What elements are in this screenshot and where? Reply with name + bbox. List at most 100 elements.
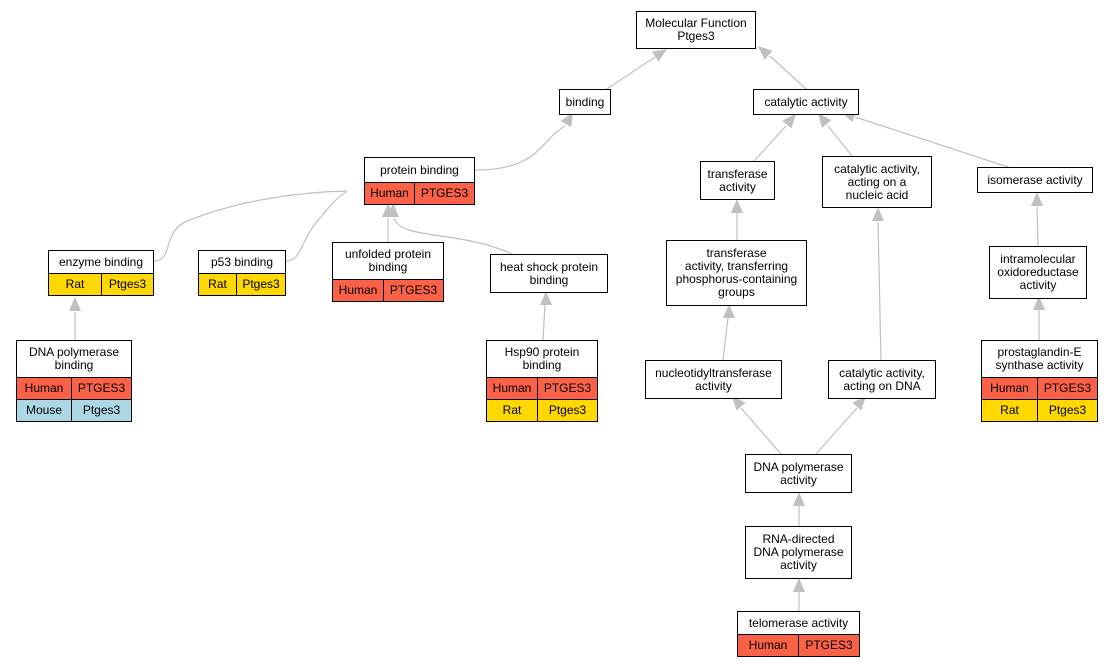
go-term-label: binding — [565, 94, 605, 109]
edge-line — [753, 125, 787, 162]
annotation-row: Human PTGES3 — [487, 377, 597, 399]
go-term-label: transferase activity, transferring phosp… — [675, 246, 798, 299]
edge-line — [474, 125, 566, 171]
edge-arrowhead — [871, 207, 884, 222]
edge-arrowhead — [818, 113, 832, 128]
gene-cell: Ptges3 — [108, 277, 147, 291]
edge-line — [1036, 206, 1039, 247]
go-term-label: unfolded protein binding — [344, 247, 432, 274]
edge-arrowhead — [560, 112, 573, 128]
edge-arrowhead — [68, 297, 81, 312]
go-term-label: telomerase activity — [748, 615, 849, 630]
go-term-label: catalytic activity, acting on a nucleic … — [834, 161, 920, 202]
go-term-label: catalytic activity, acting on DNA — [839, 365, 925, 393]
edge-arrowhead — [722, 304, 735, 319]
go-term-binding[interactable]: binding — [559, 89, 611, 115]
go-term-root[interactable]: Molecular Function Ptges3 — [636, 11, 756, 49]
go-term-label: Molecular Function Ptges3 — [645, 16, 747, 43]
go-term-transferase[interactable]: transferase activity — [700, 161, 775, 200]
go-term-nucleotidyl[interactable]: nucleotidyltransferase activity — [645, 360, 782, 399]
go-term-label: DNA polymerase activity — [753, 459, 844, 487]
species-cell: Human — [982, 378, 1038, 399]
species-cell: Human — [365, 183, 415, 204]
gene-cell: PTGES3 — [77, 381, 126, 395]
edge-arrowhead — [732, 396, 746, 411]
annotation-row: Human PTGES3 — [333, 279, 443, 301]
go-term-hsp-binding[interactable]: heat shock protein binding — [490, 254, 608, 293]
gene-cell: Ptges3 — [1048, 403, 1087, 417]
gene-cell: PTGES3 — [543, 381, 592, 395]
edge-line — [854, 116, 1009, 168]
annotation-row: Human PTGES3 — [17, 377, 131, 399]
species-cell: Mouse — [17, 400, 72, 421]
go-term-label: RNA-directed DNA polymerase activity — [753, 532, 844, 572]
go-term-rna-directed[interactable]: RNA-directed DNA polymerase activity — [745, 526, 852, 579]
edge-line — [877, 221, 882, 361]
species-cell: Human — [738, 635, 799, 656]
go-term-catalytic-dna[interactable]: catalytic activity, acting on DNA — [828, 360, 936, 399]
species-cell: Rat — [487, 400, 538, 421]
edge-arrowhead — [792, 578, 805, 593]
edge-arrowhead — [539, 291, 552, 306]
species-cell: Rat — [982, 400, 1038, 421]
edge-line — [606, 56, 656, 90]
edge-arrowhead — [730, 199, 743, 214]
annotation-row: Rat Ptges3 — [982, 399, 1097, 421]
go-term-label: intramolecular oxidoreductase activity — [997, 252, 1079, 292]
edge-line — [285, 191, 348, 262]
edge-arrowhead — [652, 49, 667, 62]
go-term-catalytic[interactable]: catalytic activity — [753, 89, 859, 115]
edge-arrowhead — [1032, 296, 1045, 311]
edge-line — [815, 407, 858, 455]
go-term-transferase-phos[interactable]: transferase activity, transferring phosp… — [666, 240, 807, 306]
go-term-label: DNA polymerase binding — [28, 345, 120, 372]
annotation-row: Mouse Ptges3 — [17, 399, 131, 421]
edge-arrowhead — [852, 396, 866, 411]
edge-line — [769, 55, 807, 90]
edge-line — [827, 125, 853, 157]
edge-arrowhead — [1030, 192, 1043, 207]
go-term-isomerase[interactable]: isomerase activity — [977, 167, 1093, 193]
go-term-label: heat shock protein binding — [499, 259, 599, 287]
edge-arrowhead — [792, 492, 805, 507]
annotation-row: Rat Ptges3 — [487, 399, 597, 421]
annotation-row: Rat Ptges3 — [49, 273, 153, 295]
edge-line — [153, 190, 348, 262]
go-term-label: protein binding — [380, 162, 459, 177]
gene-cell: PTGES3 — [805, 638, 853, 652]
edge-line — [722, 317, 729, 361]
go-term-label: transferase activity — [707, 166, 768, 194]
edge-arrowhead — [758, 46, 773, 60]
go-term-dnapol-activity[interactable]: DNA polymerase activity — [745, 454, 852, 493]
species-cell: Human — [333, 280, 384, 301]
gene-cell: Ptges3 — [82, 403, 121, 417]
edge-arrowhead — [386, 203, 399, 218]
go-term-catalytic-nucleic[interactable]: catalytic activity, acting on a nucleic … — [822, 156, 932, 208]
edge-line — [393, 217, 513, 255]
go-term-label: nucleotidyltransferase activity — [655, 365, 772, 393]
annotation-row: Human PTGES3 — [738, 634, 859, 656]
gene-cell: PTGES3 — [420, 186, 469, 200]
species-cell: Human — [487, 378, 538, 399]
go-term-label: isomerase activity — [987, 172, 1083, 187]
go-term-label: p53 binding — [210, 254, 274, 269]
edge-arrowhead — [782, 114, 796, 129]
species-cell: Rat — [49, 274, 102, 295]
go-term-intramolecular[interactable]: intramolecular oxidoreductase activity — [989, 246, 1087, 299]
go-term-label: Hsp90 protein binding — [504, 345, 580, 372]
annotation-row: Human PTGES3 — [365, 182, 474, 204]
gene-cell: Ptges3 — [548, 403, 587, 417]
species-cell: Human — [17, 378, 72, 399]
gene-cell: PTGES3 — [389, 283, 438, 297]
